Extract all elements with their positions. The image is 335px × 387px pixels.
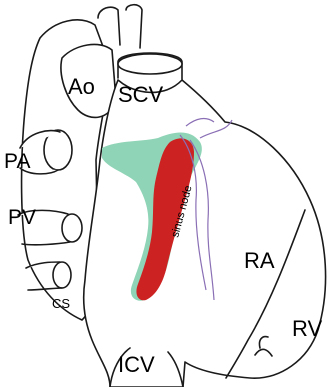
label-ao: Ao	[68, 74, 95, 99]
label-rv: RV	[292, 316, 322, 341]
pulmonary-vein-lower	[53, 262, 71, 288]
scv-opening	[118, 54, 182, 74]
pulmonary-vein-upper	[62, 214, 82, 242]
aortic-arch	[98, 5, 142, 48]
label-scv: SCV	[118, 82, 164, 107]
label-pa: PA	[4, 150, 30, 173]
label-ra: RA	[244, 248, 275, 273]
label-icv: ICV	[118, 352, 155, 377]
right-atrium-outline	[84, 80, 326, 387]
label-pv: PV	[8, 206, 36, 229]
label-cs: CS	[52, 296, 70, 311]
